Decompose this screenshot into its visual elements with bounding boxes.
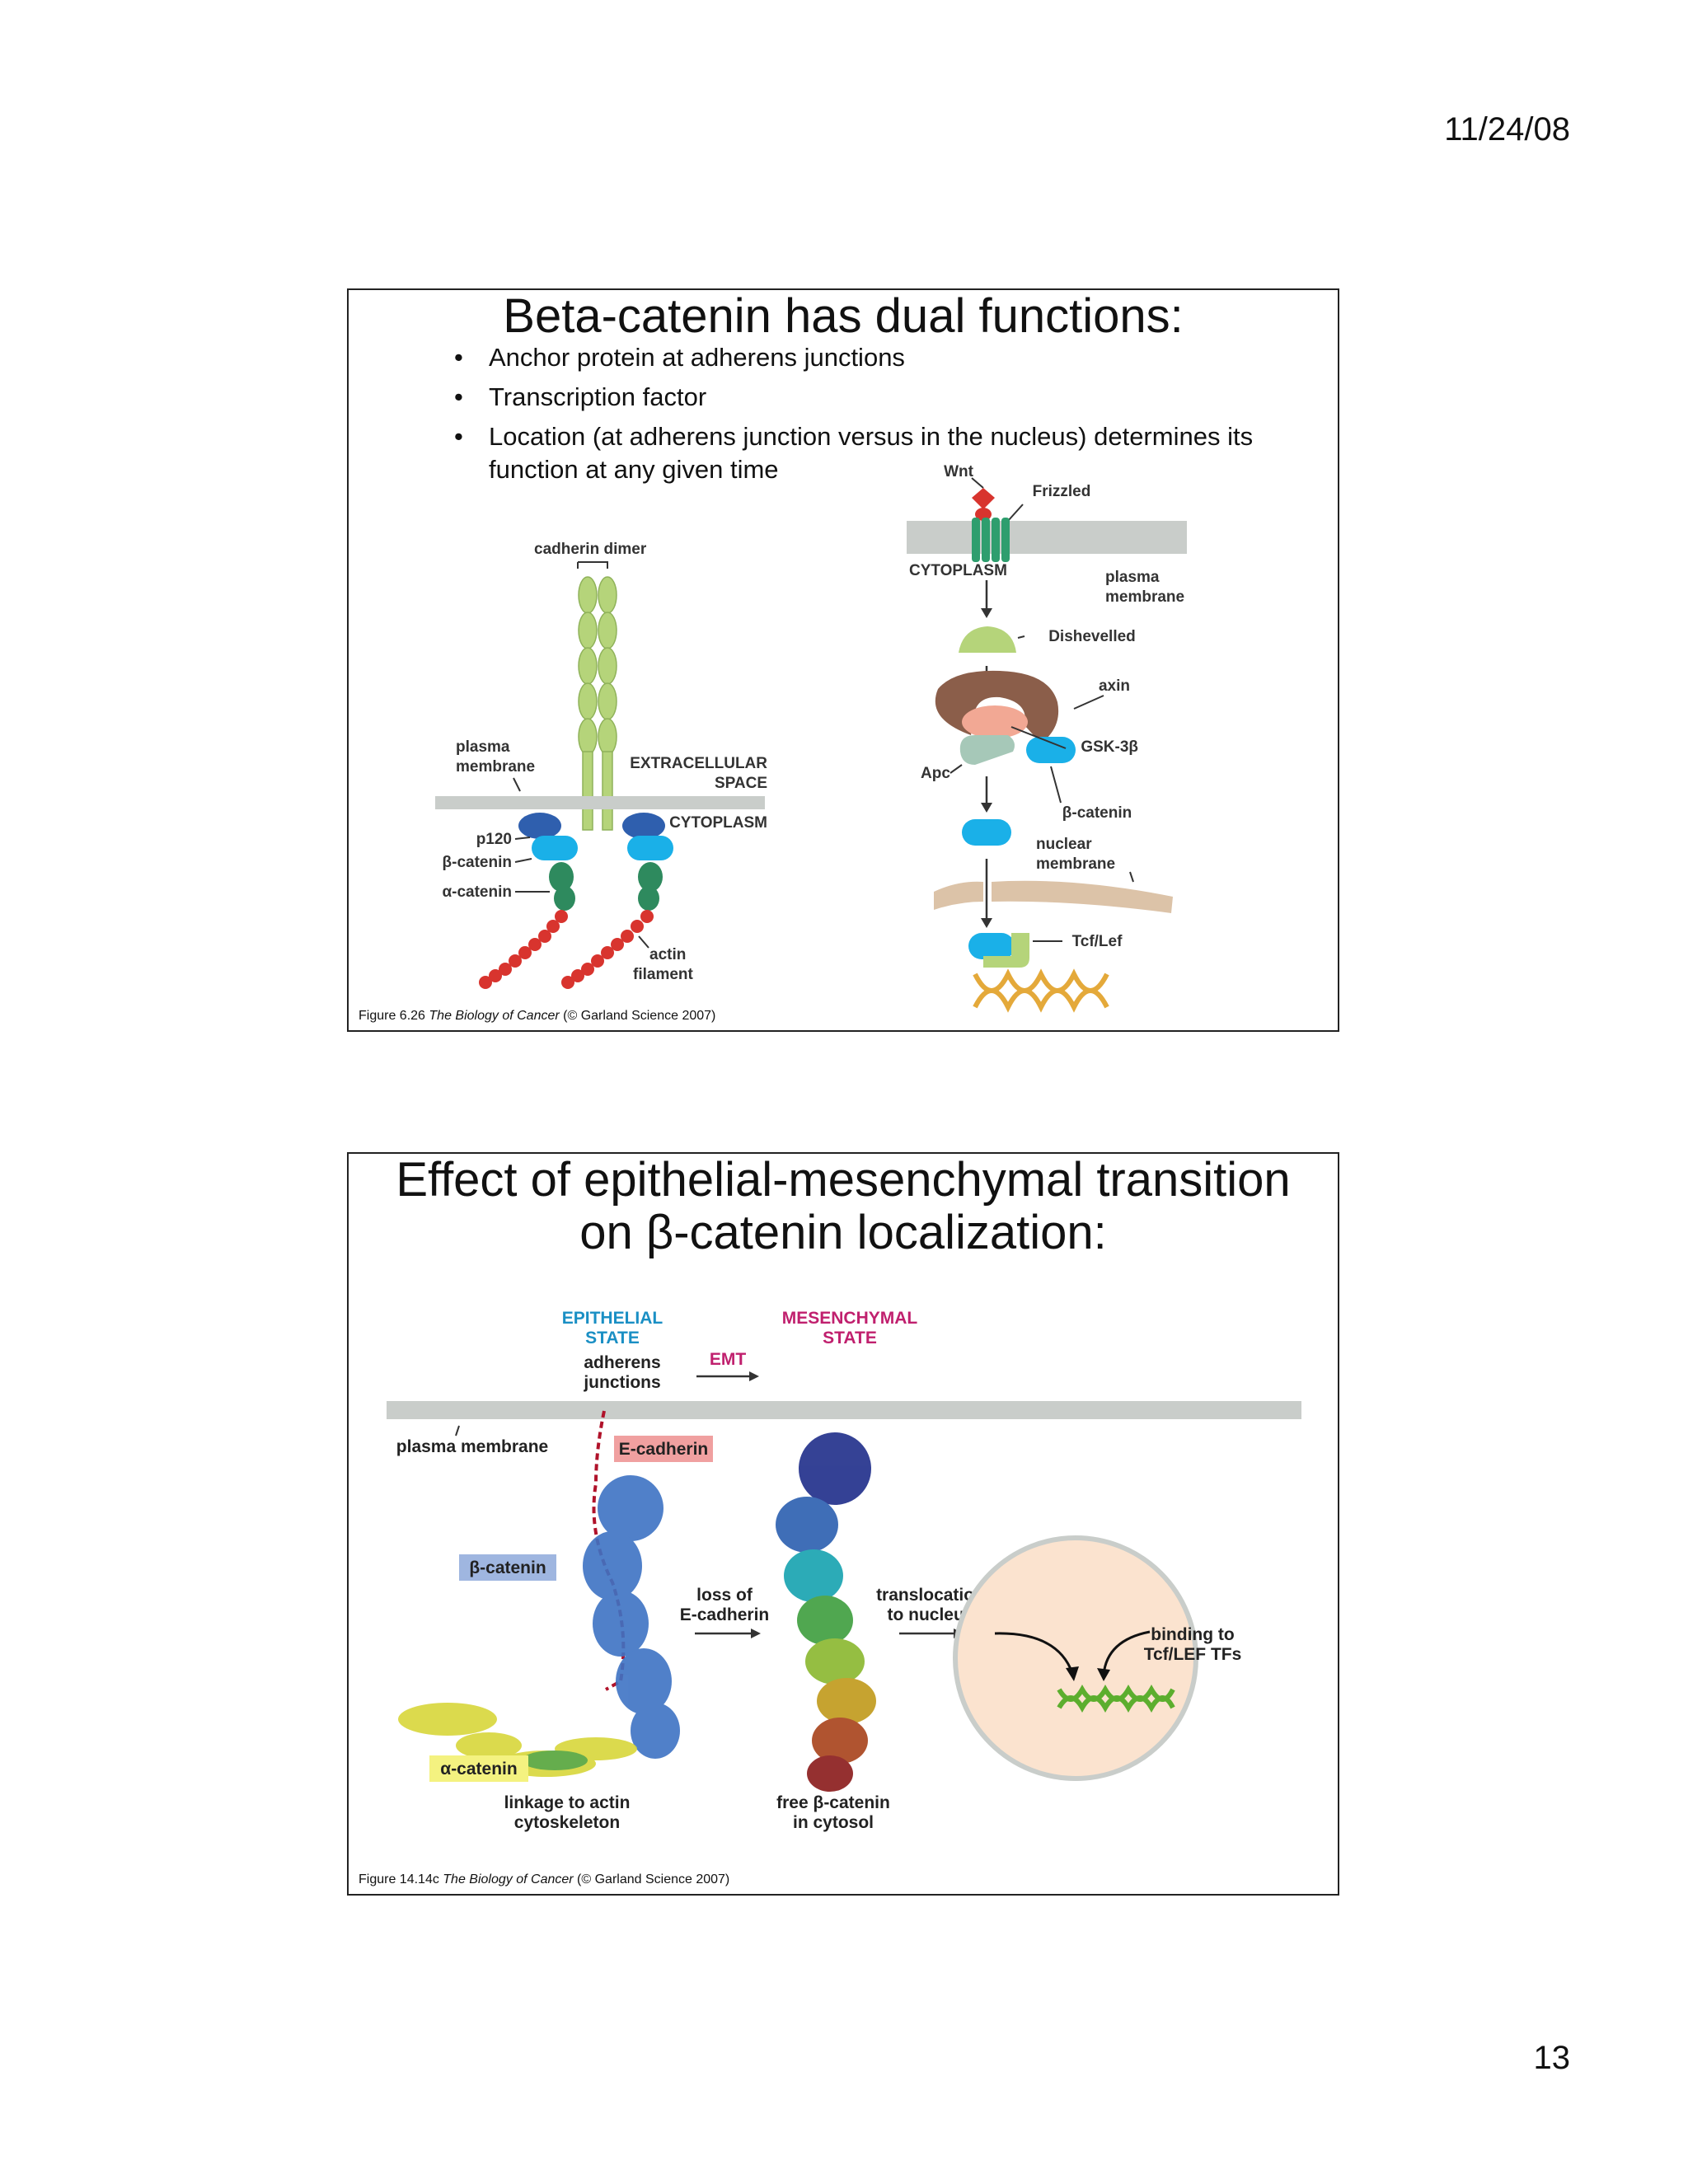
- cadherin-dimer-icon: [578, 576, 617, 831]
- label-membrane-right: membrane: [1105, 588, 1184, 606]
- label-cadherin-dimer: cadherin dimer: [534, 541, 647, 558]
- dishevelled-icon: [959, 626, 1016, 653]
- label-membrane: membrane: [456, 758, 535, 776]
- bullet-text: Anchor protein at adherens junctions: [489, 343, 905, 372]
- bullet-item: • Anchor protein at adherens junctions: [454, 341, 1311, 374]
- label-free-beta-catenin: free β-catenin: [776, 1793, 890, 1812]
- label-mesenchymal-state: STATE: [823, 1329, 877, 1347]
- label-tcf-lef: Tcf/Lef: [1072, 933, 1123, 950]
- gsk3b-icon: [962, 705, 1028, 738]
- label-beta-catenin: β-catenin: [443, 854, 512, 871]
- label-axin: axin: [1099, 677, 1130, 695]
- label-epithelial-state: STATE: [585, 1329, 640, 1347]
- nuclear-membrane-right: [992, 880, 1173, 913]
- label-gsk3b: GSK-3β: [1081, 738, 1138, 756]
- label-beta-catenin-right: β-catenin: [1062, 804, 1132, 822]
- bullet-item: • Location (at adherens junction versus i…: [454, 420, 1311, 486]
- label-nuclear-membrane: membrane: [1036, 855, 1115, 873]
- bullet-dot-icon: •: [454, 343, 463, 372]
- label-cytoplasm: CYTOPLASM: [669, 814, 767, 832]
- label-translocation: translocation: [876, 1586, 985, 1605]
- e-cadherin-tag: [614, 1436, 713, 1462]
- dna-helix-icon: [1057, 1685, 1175, 1713]
- bullet-text: Location (at adherens junction versus in…: [489, 422, 1254, 484]
- label-nuclear: nuclear: [1036, 836, 1092, 853]
- p120-icon: [518, 813, 665, 839]
- label-actin: actin: [649, 946, 686, 963]
- label-loss-of: loss of: [696, 1586, 753, 1605]
- actin-filament-icon: [479, 910, 654, 989]
- bracket-icon: [577, 561, 608, 569]
- page-date: 11/24/08: [1444, 111, 1570, 148]
- bullet-list: • Anchor protein at adherens junctions • T…: [454, 341, 1311, 493]
- figure-caption: Figure 6.26 The Biology of Cancer (© Gar…: [359, 1009, 716, 1023]
- bullet-item: • Transcription factor: [454, 381, 1311, 414]
- label-plasma-membrane: plasma membrane: [396, 1437, 548, 1456]
- emt-diagram: EPITHELIAL STATE MESENCHYMAL STATE adher…: [387, 1309, 1301, 1832]
- slide-title-line1: Effect of epithelial-mesenchymal transit…: [396, 1153, 1291, 1207]
- label-epithelial: EPITHELIAL: [562, 1309, 663, 1328]
- plasma-membrane-bar: [387, 1401, 1301, 1419]
- label-alpha-catenin: α-catenin: [440, 1760, 517, 1779]
- nuclear-membrane-left: [934, 881, 983, 910]
- binding-arrow-left-icon: [994, 1632, 1074, 1674]
- label-dishevelled: Dishevelled: [1048, 628, 1136, 645]
- label-wnt: Wnt: [944, 463, 974, 480]
- label-cytoplasm-right: CYTOPLASM: [909, 562, 1007, 579]
- page-number: 13: [1533, 2040, 1571, 2076]
- alpha-catenin-tag: [429, 1755, 528, 1782]
- label-binding-to: binding to: [1151, 1625, 1234, 1644]
- plasma-membrane-bar: [435, 796, 765, 809]
- beta-catenin-tag: [459, 1554, 556, 1581]
- label-emt: EMT: [710, 1350, 747, 1369]
- label-to-nucleus: to nucleus: [887, 1605, 973, 1624]
- adherens-junction-diagram: cadherin dimer plasma membrane EXTRACELL…: [435, 463, 1187, 1013]
- label-plasma: plasma: [456, 738, 510, 756]
- dna-helix-icon: [973, 968, 1109, 1013]
- tcf-lef-icon: [983, 933, 1029, 968]
- slide-beta-catenin-dual-functions: Beta-catenin has dual functions: • Anchor…: [347, 288, 1339, 1032]
- alpha-catenin-icon: [549, 862, 663, 911]
- bullet-text: Transcription factor: [489, 382, 707, 411]
- label-p120: p120: [476, 831, 512, 848]
- label-in-cytosol: in cytosol: [793, 1813, 874, 1832]
- label-junctions: junctions: [583, 1373, 660, 1392]
- free-beta-catenin-structure-icon: [776, 1432, 876, 1792]
- label-e-cadherin: E-cadherin: [619, 1440, 709, 1459]
- binding-arrow-right-icon: [1102, 1630, 1151, 1675]
- bullet-dot-icon: •: [454, 422, 463, 451]
- plasma-membrane-bar-right: [907, 521, 1187, 554]
- nucleus-icon: [953, 1535, 1198, 1781]
- slide-title-line2: on β-catenin localization:: [579, 1206, 1107, 1259]
- beta-catenin-complex-icon: [1026, 737, 1076, 763]
- label-adherens: adherens: [584, 1353, 660, 1372]
- label-apc: Apc: [921, 765, 950, 782]
- label-loss-e-cadherin: E-cadherin: [680, 1605, 770, 1624]
- free-beta-catenin-icon: [962, 819, 1011, 846]
- slide-title: Beta-catenin has dual functions:: [503, 289, 1184, 343]
- label-linkage: linkage to actin: [504, 1793, 631, 1812]
- apc-icon: [959, 735, 1015, 765]
- frizzled-receptor-icon: [972, 518, 1010, 562]
- nuclear-beta-catenin-icon: [968, 933, 1015, 959]
- label-plasma-right: plasma: [1105, 569, 1160, 586]
- beta-catenin-structure-icon: [583, 1475, 680, 1759]
- wnt-icon: [972, 488, 995, 521]
- label-extracellular: EXTRACELLULAR: [630, 755, 767, 772]
- bullet-dot-icon: •: [454, 382, 463, 411]
- slide-emt-beta-catenin: Effect of epithelial-mesenchymal transit…: [347, 1152, 1339, 1896]
- label-beta-catenin: β-catenin: [469, 1558, 546, 1577]
- label-frizzled: Frizzled: [1033, 483, 1091, 500]
- figure-caption: Figure 14.14c The Biology of Cancer (© G…: [359, 1872, 730, 1886]
- e-cadherin-chain-icon: [592, 1410, 626, 1691]
- label-filament: filament: [633, 966, 694, 983]
- label-alpha-catenin: α-catenin: [442, 883, 512, 901]
- label-tcf-lef-tfs: Tcf/LEF TFs: [1144, 1645, 1242, 1664]
- label-cytoskeleton: cytoskeleton: [514, 1813, 620, 1832]
- beta-catenin-icon: [532, 836, 673, 860]
- label-mesenchymal: MESENCHYMAL: [782, 1309, 918, 1328]
- label-space: SPACE: [715, 775, 767, 792]
